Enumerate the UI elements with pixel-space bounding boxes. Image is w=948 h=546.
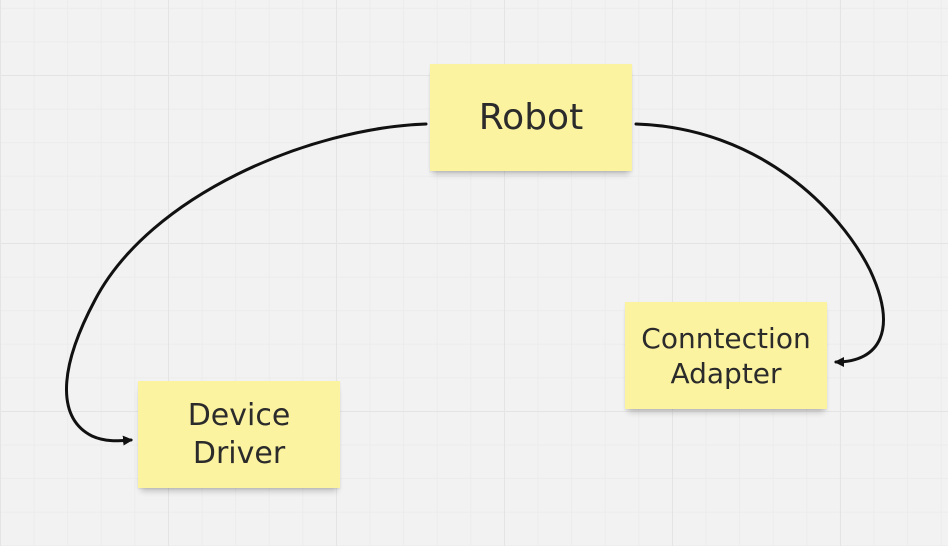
sticky-note-connection-adapter-label: Conntection Adapter	[641, 321, 811, 390]
sticky-note-connection-adapter[interactable]: Conntection Adapter	[625, 302, 827, 409]
connector-robot-to-connection-adapter[interactable]	[634, 122, 885, 367]
sticky-note-device-driver[interactable]: Device Driver	[138, 381, 340, 488]
sticky-note-robot[interactable]: Robot	[430, 64, 632, 171]
sticky-note-robot-label: Robot	[478, 97, 584, 138]
sticky-note-device-driver-label: Device Driver	[187, 398, 291, 471]
connector-robot-to-device-driver[interactable]	[65, 122, 428, 446]
